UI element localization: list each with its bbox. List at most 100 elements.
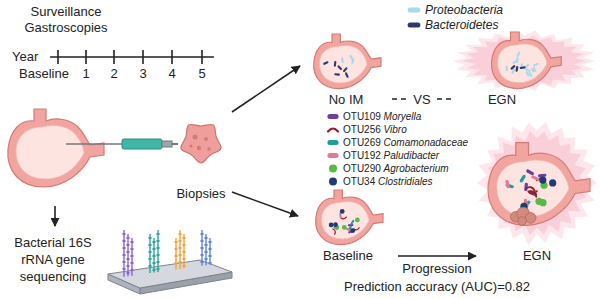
- legend-text: OTU192 Paludibacter: [343, 149, 439, 162]
- legend-item: OTU256 Vibro: [326, 123, 390, 136]
- stomach-wall: [492, 32, 562, 89]
- stomach-figure: [488, 143, 590, 226]
- legend-item: OTU269 Comamonadaceae: [326, 136, 451, 149]
- legend-item: OTU192 Paludibacter: [326, 149, 422, 162]
- bacterium-rod: [345, 72, 349, 78]
- legend-swatch: [408, 8, 421, 13]
- bacterium-rod: [505, 65, 508, 71]
- tick-label: 3: [133, 66, 153, 82]
- sequencing-read: [153, 238, 154, 273]
- timeline-tick: [85, 50, 87, 64]
- read-base: [157, 233, 160, 235]
- read-base: [201, 261, 204, 263]
- read-base: [157, 261, 160, 263]
- sequencing-read: [123, 230, 124, 277]
- bacterium-vibrio: [528, 191, 537, 193]
- node-caption: EGN: [476, 248, 598, 263]
- legend-swatch: [329, 165, 337, 173]
- read-base: [205, 244, 208, 246]
- tissue-spot: [189, 144, 192, 147]
- stomach-figure: [316, 190, 383, 245]
- legend-swatch: [327, 114, 338, 119]
- label-holder: 2: [104, 66, 124, 82]
- legend-text: OTU290 Agrobacterium: [343, 162, 449, 175]
- read-base: [179, 261, 182, 263]
- legend-taxon: Agrobacterium: [384, 163, 449, 174]
- read-base: [157, 240, 160, 242]
- bacterium-rod: [351, 58, 355, 64]
- forceps-wire: [66, 143, 124, 145]
- read-base: [149, 258, 152, 260]
- read-base: [179, 233, 182, 235]
- legend-item: OTU109 Moryella: [326, 110, 404, 123]
- bacterium-rod: [505, 180, 510, 189]
- bacterium-rod: [350, 219, 355, 225]
- bacterium-coccus: [340, 209, 345, 214]
- connector: [54, 206, 56, 226]
- read-base: [157, 247, 160, 249]
- illustration-group: [452, 30, 596, 91]
- illustration-group: [8, 109, 221, 187]
- sequencing-read: [149, 234, 150, 273]
- label-holder: Prediction accuracy (AUC)=0.82: [317, 279, 557, 295]
- label-holder: 1: [76, 66, 96, 82]
- read-base: [123, 233, 126, 235]
- legend-item: Proteobacteria: [406, 3, 484, 17]
- label-holder: Surveillance Gastroscopies: [8, 4, 124, 36]
- read-base: [123, 247, 126, 249]
- sequencing-read: [201, 230, 202, 266]
- label-holder: 4: [162, 66, 182, 82]
- read-base: [157, 254, 160, 256]
- axis-title: Year: [12, 49, 48, 65]
- legend-code: OTU256: [343, 124, 384, 135]
- bacterium-coccus: [329, 223, 334, 228]
- bacterium-coccus: [549, 179, 556, 186]
- connector-label-holder: VS: [410, 92, 433, 107]
- tick-label: 5: [192, 66, 212, 82]
- timeline-tick: [113, 50, 115, 64]
- legend-swatch: [327, 140, 338, 145]
- label-holder: Year: [12, 49, 48, 65]
- legend-taxon: Moryella: [384, 111, 422, 122]
- bacterium-rod: [519, 174, 526, 183]
- bacterium-coccus: [342, 225, 347, 230]
- sequencing-read: [131, 238, 132, 276]
- read-base: [127, 265, 130, 267]
- bacterium-rod: [341, 57, 344, 63]
- read-base: [183, 251, 186, 253]
- tick-label: 1: [76, 66, 96, 82]
- forceps-tip: [172, 143, 178, 145]
- forceps-plunger: [162, 141, 172, 147]
- read-base: [123, 240, 126, 242]
- read-base: [153, 269, 156, 271]
- node-caption: Baseline: [298, 248, 398, 263]
- read-base: [175, 248, 178, 250]
- read-base: [149, 265, 152, 267]
- read-base: [131, 255, 134, 257]
- legend-swatch-box: [326, 162, 340, 175]
- bacterium-coccus: [333, 222, 338, 227]
- read-base: [123, 268, 126, 270]
- illustration: [476, 120, 598, 246]
- legend-swatch: [328, 129, 338, 132]
- biopsy-tissue: [181, 124, 221, 163]
- bacterium-coccus: [355, 218, 360, 223]
- connector: [232, 66, 300, 112]
- illustration: [298, 190, 398, 246]
- illustration-group: [316, 190, 383, 245]
- tumour-lump: [518, 217, 526, 225]
- sequencing-read: [127, 234, 128, 276]
- node-caption: No IM: [300, 92, 392, 107]
- illustration-group: [477, 122, 597, 246]
- biopsy-sample: [181, 124, 221, 163]
- bacterium-rod: [520, 66, 526, 69]
- read-base: [127, 237, 130, 239]
- stomach-wall: [314, 34, 381, 89]
- read-base: [179, 247, 182, 249]
- legend-swatch-box: [326, 123, 340, 136]
- timeline-axis: [50, 56, 214, 58]
- bacterium-rod: [334, 61, 337, 67]
- stomach-lining: [497, 160, 569, 217]
- sequencing-read: [209, 238, 210, 265]
- tick-label: Baseline: [12, 66, 76, 82]
